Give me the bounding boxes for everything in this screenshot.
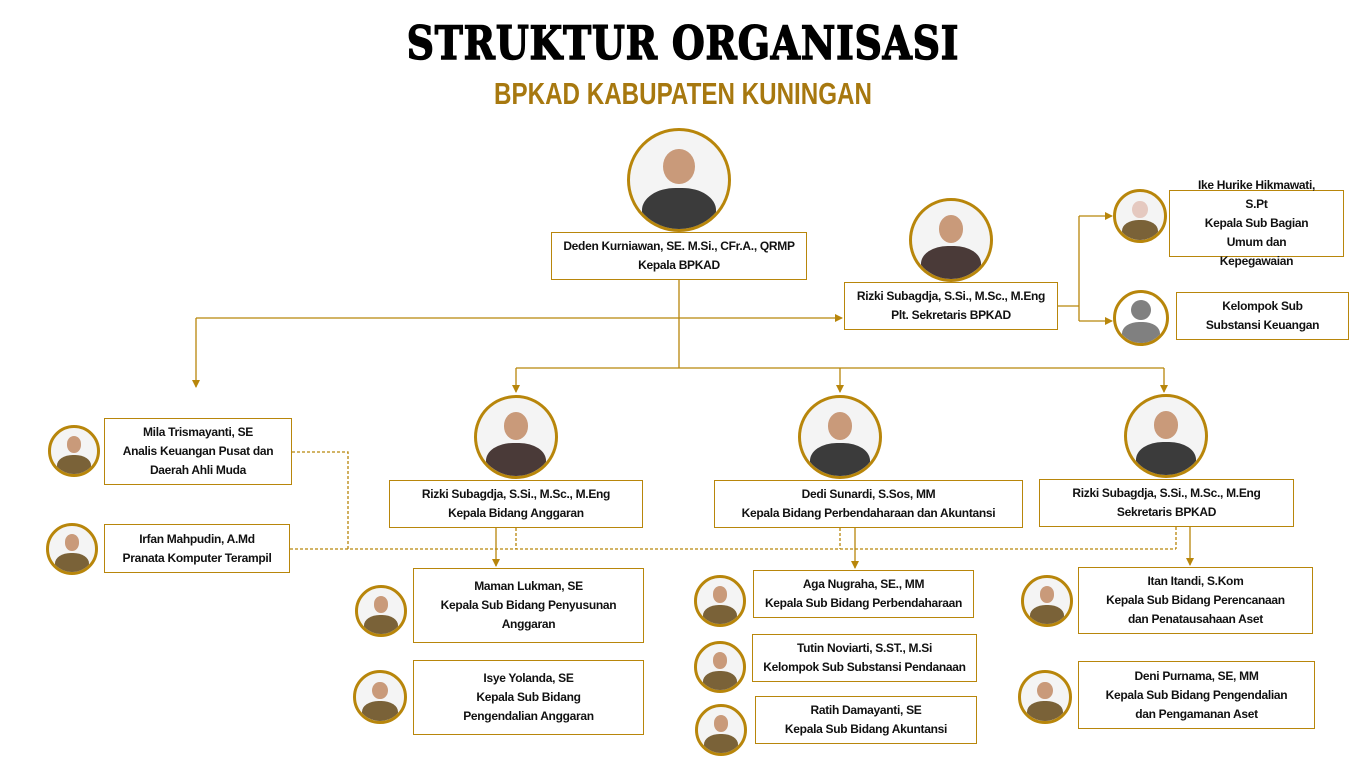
node-title: Plt. Sekretaris BPKAD: [891, 308, 1011, 322]
node-name: Kelompok Sub: [1222, 299, 1303, 313]
node-tutin: Tutin Noviarti, S.ST., M.Si Kelompok Sub…: [752, 634, 977, 682]
node-title: Kepala Sub Bidang Pengendalian dan Penga…: [1105, 687, 1288, 721]
avatar-kepala: [627, 128, 731, 232]
node-anggaran: Rizki Subagdja, S.Si., M.Sc., M.Eng Kepa…: [389, 480, 643, 528]
node-deni: Deni Purnama, SE, MM Kepala Sub Bidang P…: [1078, 661, 1315, 729]
node-title: Kepala Sub Bidang Penyusunan Anggaran: [440, 598, 617, 631]
node-name: Ike Hurike Hikmawati, S.Pt: [1197, 178, 1316, 211]
node-title: Kepala Sub Bidang Pengendalian Anggaran: [463, 690, 594, 723]
node-title: Substansi Keuangan: [1205, 318, 1320, 332]
avatar-umum: [1113, 189, 1167, 243]
node-name: Dedi Sunardi, S.Sos, MM: [801, 487, 936, 501]
node-ratih: Ratih Damayanti, SE Kepala Sub Bidang Ak…: [755, 696, 977, 744]
node-title: Kepala Sub Bidang Perencanaan dan Penata…: [1106, 593, 1285, 626]
page-subtitle: BPKAD KABUPATEN KUNINGAN: [494, 76, 872, 111]
avatar-keuangan: [1113, 290, 1169, 346]
node-name: Aga Nugraha, SE., MM: [802, 577, 925, 591]
node-title: Kepala Sub Bidang Akuntansi: [784, 722, 948, 736]
avatar-plt-sekretaris: [909, 198, 993, 282]
avatar-mila: [48, 425, 100, 477]
node-name: Rizki Subagdja, S.Si., M.Sc., M.Eng: [421, 487, 611, 501]
node-plt-sekretaris: Rizki Subagdja, S.Si., M.Sc., M.Eng Plt.…: [844, 282, 1058, 330]
avatar-anggaran: [474, 395, 558, 479]
node-title: Analis Keuangan Pusat dan Daerah Ahli Mu…: [122, 444, 274, 477]
avatar-aga: [694, 575, 746, 627]
avatar-itan: [1021, 575, 1073, 627]
node-name: Isye Yolanda, SE: [483, 671, 574, 685]
node-itan: Itan Itandi, S.Kom Kepala Sub Bidang Per…: [1078, 567, 1313, 634]
node-kepala: Deden Kurniawan, SE. M.Si., CFr.A., QRMP…: [551, 232, 807, 280]
node-name: Rizki Subagdja, S.Si., M.Sc., M.Eng: [1072, 486, 1261, 500]
avatar-maman: [355, 585, 407, 637]
avatar-isye: [353, 670, 407, 724]
avatar-irfan: [46, 523, 98, 575]
node-name: Deni Purnama, SE, MM: [1134, 668, 1259, 683]
avatar-sekretaris: [1124, 394, 1208, 478]
node-name: Irfan Mahpudin, A.Md: [139, 531, 255, 546]
node-name: Rizki Subagdja, S.Si., M.Sc., M.Eng: [856, 289, 1046, 303]
avatar-tutin: [694, 641, 746, 693]
node-mila: Mila Trismayanti, SE Analis Keuangan Pus…: [104, 418, 292, 485]
node-name: Ratih Damayanti, SE: [810, 703, 922, 717]
avatar-perbendaharaan: [798, 395, 882, 479]
page-title: STRUKTUR ORGANISASI: [406, 15, 960, 71]
node-keuangan: Kelompok Sub Substansi Keuangan: [1176, 292, 1349, 340]
node-name: Itan Itandi, S.Kom: [1147, 574, 1244, 588]
node-name: Maman Lukman, SE: [474, 579, 583, 593]
node-title: Kepala Bidang Perbendaharaan dan Akuntan…: [741, 506, 996, 520]
node-title: Kepala BPKAD: [638, 258, 720, 272]
node-name: Deden Kurniawan, SE. M.Si., CFr.A., QRMP: [563, 239, 795, 253]
node-maman: Maman Lukman, SE Kepala Sub Bidang Penyu…: [413, 568, 644, 643]
node-title: Kepala Bidang Anggaran: [448, 506, 584, 520]
node-title: Kepala Sub Bidang Perbendaharaan: [764, 596, 963, 610]
avatar-ratih: [695, 704, 747, 756]
node-title: Sekretaris BPKAD: [1116, 505, 1217, 519]
node-perbendaharaan: Dedi Sunardi, S.Sos, MM Kepala Bidang Pe…: [714, 480, 1023, 528]
node-name: Tutin Noviarti, S.ST., M.Si: [796, 641, 933, 655]
node-title: Kepala Sub Bagian Umum dan Kepegawaian: [1204, 216, 1309, 268]
node-aga: Aga Nugraha, SE., MM Kepala Sub Bidang P…: [753, 570, 974, 618]
node-name: Mila Trismayanti, SE: [142, 425, 254, 439]
node-title: Pranata Komputer Terampil: [122, 550, 272, 565]
node-title: Kelompok Sub Substansi Pendanaan: [763, 660, 966, 674]
node-umum: Ike Hurike Hikmawati, S.Pt Kepala Sub Ba…: [1169, 178, 1344, 268]
node-sekretaris: Rizki Subagdja, S.Si., M.Sc., M.Eng Sekr…: [1039, 479, 1294, 527]
avatar-deni: [1018, 670, 1072, 724]
node-irfan: Irfan Mahpudin, A.Md Pranata Komputer Te…: [104, 524, 290, 573]
node-isye: Isye Yolanda, SE Kepala Sub Bidang Penge…: [413, 660, 644, 735]
